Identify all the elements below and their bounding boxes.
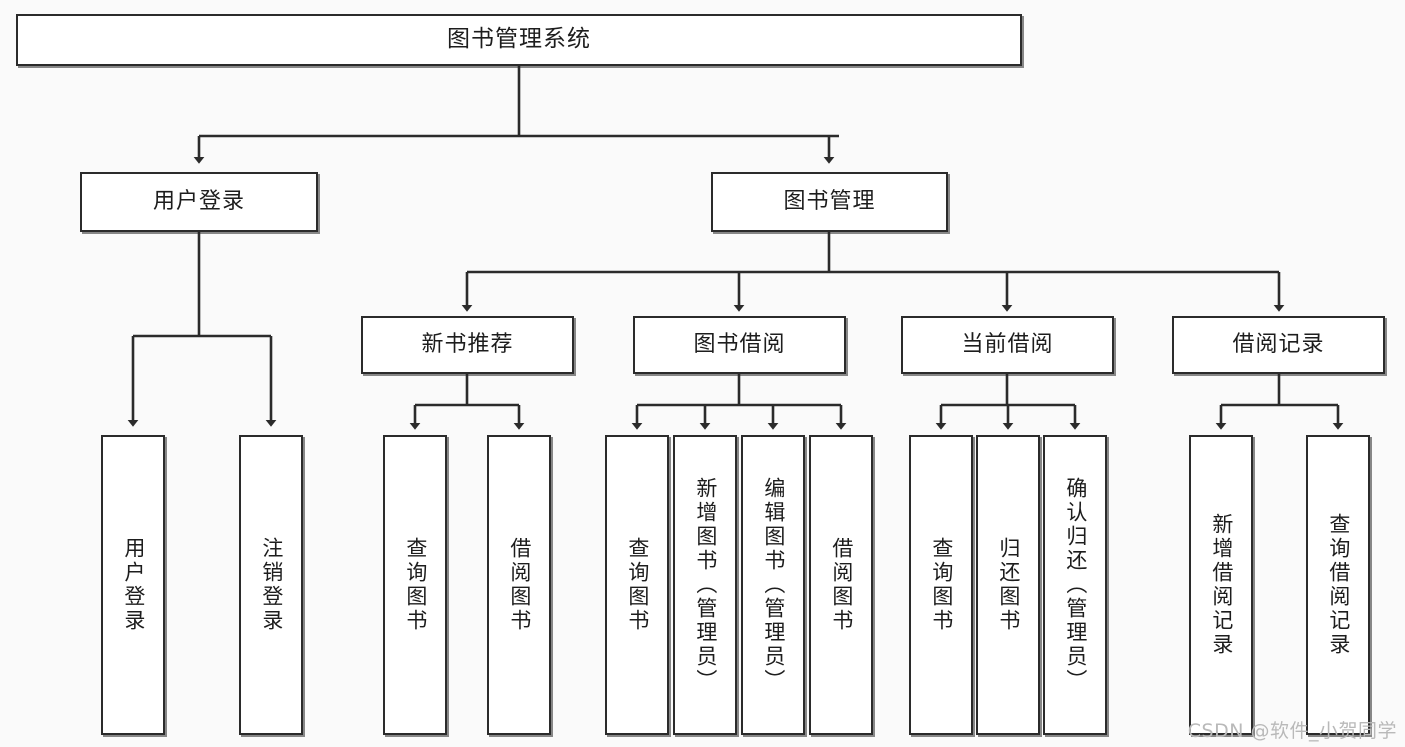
leaf-borrow-borrow-books[interactable]: 借阅图书: [809, 435, 873, 735]
leaf-borrow-query-books[interactable]: 查询图书: [605, 435, 669, 735]
leaf-borrow-edit-book-admin[interactable]: 编辑图书（管理员）: [741, 435, 805, 735]
node-label: 图书借阅: [693, 331, 786, 357]
node-label: 借阅图书: [507, 537, 532, 633]
node-book-management-system[interactable]: 图书管理系统: [16, 14, 1022, 66]
watermark-text: CSDN @软件_小贺同学: [1187, 720, 1397, 742]
node-book-management[interactable]: 图书管理: [711, 172, 948, 232]
node-borrow-records[interactable]: 借阅记录: [1172, 316, 1385, 374]
node-label: 用户登录: [121, 537, 146, 633]
node-label: 借阅记录: [1232, 331, 1325, 357]
node-label: 借阅图书: [829, 537, 854, 633]
node-label: 图书管理: [783, 188, 876, 214]
node-label: 归还图书: [996, 537, 1021, 633]
leaf-logout[interactable]: 注销登录: [239, 435, 303, 735]
leaf-current-confirm-return-admin[interactable]: 确认归还（管理员）: [1043, 435, 1107, 735]
node-label: 用户登录: [152, 188, 245, 214]
node-label: 新书推荐: [421, 331, 514, 357]
leaf-borrow-add-book-admin[interactable]: 新增图书（管理员）: [673, 435, 737, 735]
node-label: 查询图书: [929, 537, 954, 633]
leaf-current-query-books[interactable]: 查询图书: [909, 435, 973, 735]
leaf-user-login[interactable]: 用户登录: [101, 435, 165, 735]
node-label: 注销登录: [259, 537, 284, 633]
node-current-borrowing[interactable]: 当前借阅: [901, 316, 1114, 374]
node-label: 图书管理系统: [447, 26, 591, 53]
leaf-current-return-books[interactable]: 归还图书: [976, 435, 1040, 735]
node-label: 当前借阅: [961, 331, 1054, 357]
leaf-record-query-borrow-record[interactable]: 查询借阅记录: [1306, 435, 1370, 735]
node-label: 编辑图书（管理员）: [761, 477, 786, 693]
node-label: 查询图书: [625, 537, 650, 633]
node-label: 新增借阅记录: [1209, 513, 1234, 657]
node-user-login[interactable]: 用户登录: [80, 172, 318, 232]
node-new-book-recommendation[interactable]: 新书推荐: [361, 316, 574, 374]
node-label: 确认归还（管理员）: [1063, 477, 1088, 693]
leaf-record-add-borrow-record[interactable]: 新增借阅记录: [1189, 435, 1253, 735]
node-book-borrowing[interactable]: 图书借阅: [633, 316, 846, 374]
node-label: 查询借阅记录: [1326, 513, 1351, 657]
node-label: 查询图书: [403, 537, 428, 633]
node-label: 新增图书（管理员）: [693, 477, 718, 693]
leaf-newbook-query-books[interactable]: 查询图书: [383, 435, 447, 735]
leaf-newbook-borrow-books[interactable]: 借阅图书: [487, 435, 551, 735]
